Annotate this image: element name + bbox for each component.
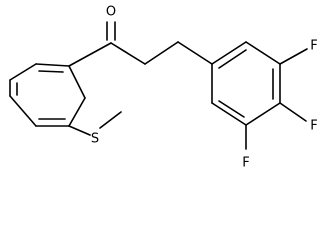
bond: [144, 41, 179, 65]
bond: [279, 102, 307, 122]
bond: [35, 63, 70, 67]
bond: [9, 95, 37, 127]
bond: [279, 48, 308, 65]
bond: [68, 42, 112, 67]
bond: [177, 41, 213, 65]
bond: [245, 102, 281, 126]
fluorine-top-atom-label: F: [310, 39, 317, 54]
double-bond-inner: [38, 70, 64, 73]
bond: [211, 41, 247, 65]
fluorine-right-atom-label: F: [310, 119, 317, 134]
oxygen-atom-label: O: [106, 5, 116, 20]
bond: [68, 125, 91, 136]
bond: [211, 102, 247, 126]
bonds: [9, 21, 308, 150]
bond: [110, 42, 146, 65]
chemical-structure-diagram: O S F F F: [9, 5, 318, 171]
bond: [99, 111, 122, 129]
bond: [68, 97, 86, 127]
bond: [68, 65, 86, 99]
double-bond-inner: [218, 49, 247, 69]
double-bond-inner: [218, 100, 245, 118]
atom-labels: O S F F F: [91, 5, 318, 171]
sulfur-atom-label: S: [91, 132, 99, 147]
bond: [245, 41, 281, 65]
fluorine-bottom-atom-label: F: [242, 156, 249, 171]
bond: [9, 63, 37, 81]
